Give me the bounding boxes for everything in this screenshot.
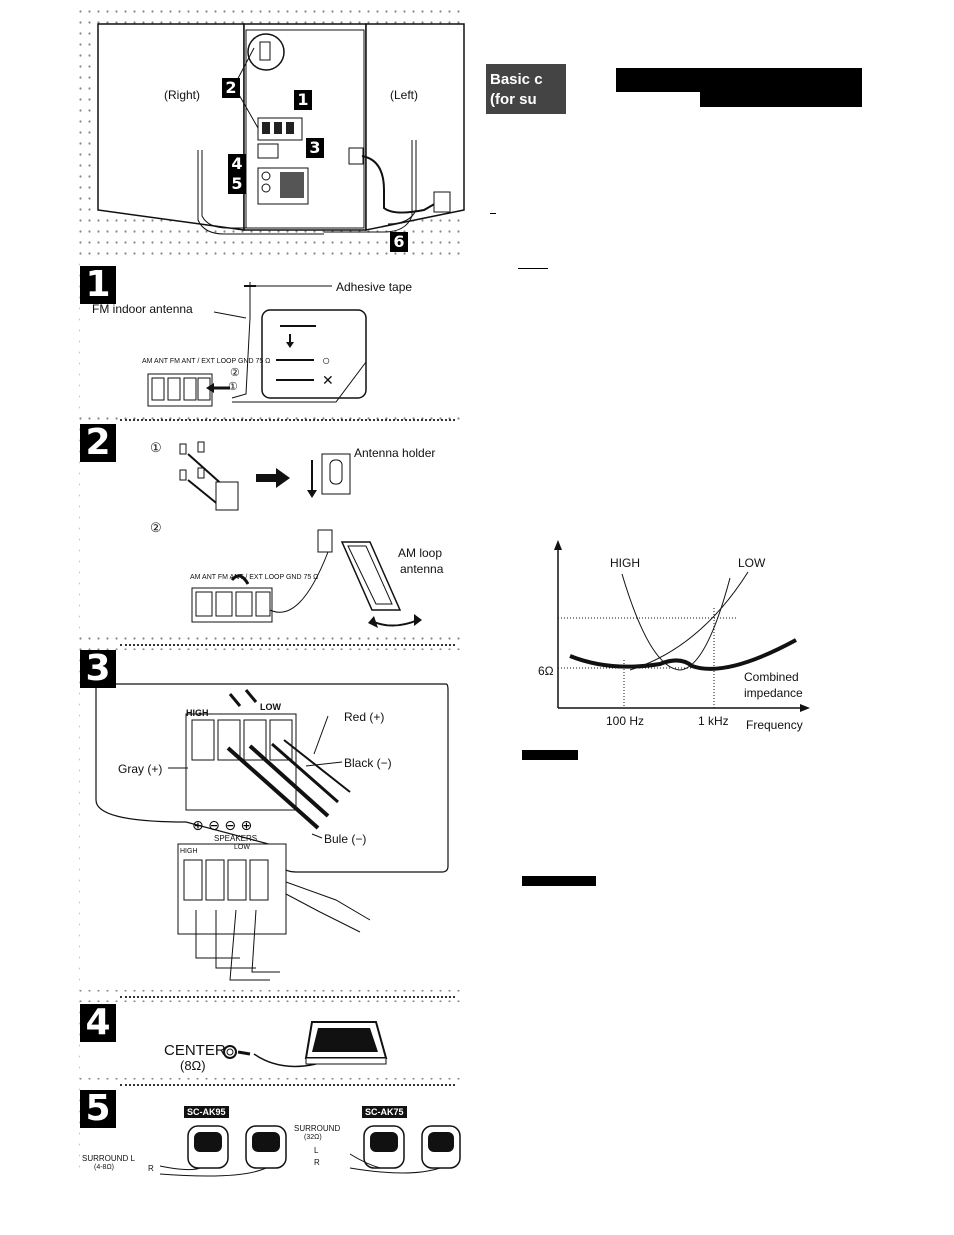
step-marker-1: 1 <box>80 266 116 304</box>
graph-low-label: LOW <box>738 556 766 570</box>
step5-panel: SC-AK95 SC-AK75 SURROUND L (4-8Ω) R SURR… <box>80 1088 461 1180</box>
speaker-wiring-drawing: ⊕ ⊖ ⊖ ⊕ <box>95 683 449 981</box>
am-terminal-labels: AM ANT FM ANT / EXT LOOP GND 75 Ω <box>190 574 319 581</box>
step-marker-4: 4 <box>80 1004 116 1042</box>
divider <box>120 996 455 998</box>
section-header-line2: (for su <box>490 91 537 108</box>
redacted-title-bar <box>616 68 862 92</box>
center-ohm-label: (8Ω) <box>180 1058 206 1073</box>
graph-x-100hz: 100 Hz <box>606 714 645 728</box>
am-antenna-drawing <box>179 441 422 628</box>
fm-terminal-labels: AM ANT FM ANT / EXT LOOP GND 75 Ω <box>142 358 271 365</box>
divider <box>120 1084 455 1086</box>
center-label: CENTER <box>164 1042 226 1059</box>
gray-wire-label: Gray (+) <box>118 762 163 776</box>
am-loop-label-1: AM loop <box>398 546 443 560</box>
step-marker-3: 3 <box>80 650 116 688</box>
graph-six-ohm: 6Ω <box>538 664 554 678</box>
step2-sub-2: ② <box>150 520 162 535</box>
overview-marker-5: 5 <box>228 174 246 194</box>
combined-label-1: Combined <box>744 670 799 684</box>
overview-marker-3: 3 <box>306 138 324 158</box>
divider <box>120 419 455 421</box>
step-marker-5: 5 <box>80 1090 116 1128</box>
surround-b-l: L <box>314 1146 319 1155</box>
impedance-graph: HIGH LOW 6Ω Combined impedance 100 Hz 1 … <box>530 538 830 738</box>
fm-indoor-antenna-label: FM indoor antenna <box>92 302 193 316</box>
rear-panel-overview: (Right) (Left) 2 1 3 4 5 6 <box>94 20 465 254</box>
redacted-heading-bar <box>522 876 596 886</box>
graph-x-1khz: 1 kHz <box>698 714 729 728</box>
speakers-label: SPEAKERS <box>214 834 258 843</box>
graph-high-label: HIGH <box>610 556 640 570</box>
svg-text:⊕ ⊖ ⊖ ⊕: ⊕ ⊖ ⊖ ⊕ <box>192 818 252 834</box>
low-label: LOW <box>260 702 281 712</box>
incorrect-mark: ✕ <box>322 372 334 388</box>
section-header-line1: Basic c <box>490 71 543 88</box>
fm-antenna-drawing <box>147 282 367 407</box>
low-label-small: LOW <box>234 844 250 851</box>
surround-a-ohm: (4-8Ω) <box>94 1164 115 1171</box>
overview-marker-2: 2 <box>222 78 240 98</box>
step-marker-2: 2 <box>80 424 116 462</box>
black-wire-label: Black (−) <box>344 756 392 770</box>
step1-sub-b: ② <box>230 367 240 379</box>
overview-marker-4: 4 <box>228 154 246 174</box>
surround-b-ohm: (32Ω) <box>304 1134 322 1141</box>
redacted-heading-bar <box>522 750 578 760</box>
step2-sub-1: ① <box>150 440 162 455</box>
step2-panel: ① Antenna holder ② AM ANT FM ANT / EXT L… <box>80 424 460 634</box>
left-cabinet-label: (Left) <box>390 88 419 102</box>
adhesive-tape-label: Adhesive tape <box>336 280 413 294</box>
antenna-holder-label: Antenna holder <box>354 446 436 460</box>
step4-panel: CENTER (8Ω) <box>80 1002 460 1078</box>
combined-label-2: impedance <box>744 686 803 700</box>
am-loop-label-2: antenna <box>400 562 444 576</box>
text-mark <box>518 268 548 269</box>
center-speaker-drawing <box>223 1021 388 1068</box>
redacted-subtitle-bar <box>700 90 862 107</box>
step3-panel: ⊕ ⊖ ⊖ ⊕ HIGH LOW Red (+) Black (−) Gray … <box>80 650 460 990</box>
surround-a-r: R <box>148 1164 154 1173</box>
surround-speaker-drawing <box>159 1125 461 1177</box>
divider <box>120 644 455 646</box>
step1-sub-a: ① <box>228 381 238 393</box>
graph-x-label: Frequency <box>746 718 803 732</box>
model-badge-ak95: SC-AK95 <box>184 1106 229 1118</box>
surround-b-r: R <box>314 1158 320 1167</box>
right-cabinet-label: (Right) <box>164 88 201 102</box>
high-label-small: HIGH <box>180 848 198 855</box>
blue-wire-label: Bule (−) <box>324 832 367 846</box>
red-wire-label: Red (+) <box>344 710 385 724</box>
rear-panel-drawing <box>97 23 465 235</box>
high-label: HIGH <box>186 708 209 718</box>
section-header-text: Basic c (for su <box>490 70 543 110</box>
impedance-chart <box>554 540 810 712</box>
step1-panel: Adhesive tape FM indoor antenna AM ANT F… <box>80 262 460 414</box>
correct-mark: ○ <box>322 352 331 368</box>
surround-a-label: SURROUND L <box>82 1154 135 1163</box>
section-header-box <box>486 64 566 114</box>
text-mark <box>490 213 496 214</box>
model-badge-ak75: SC-AK75 <box>362 1106 407 1118</box>
surround-b-label: SURROUND <box>294 1124 341 1133</box>
overview-marker-6: 6 <box>390 232 408 252</box>
overview-marker-1: 1 <box>294 90 312 110</box>
